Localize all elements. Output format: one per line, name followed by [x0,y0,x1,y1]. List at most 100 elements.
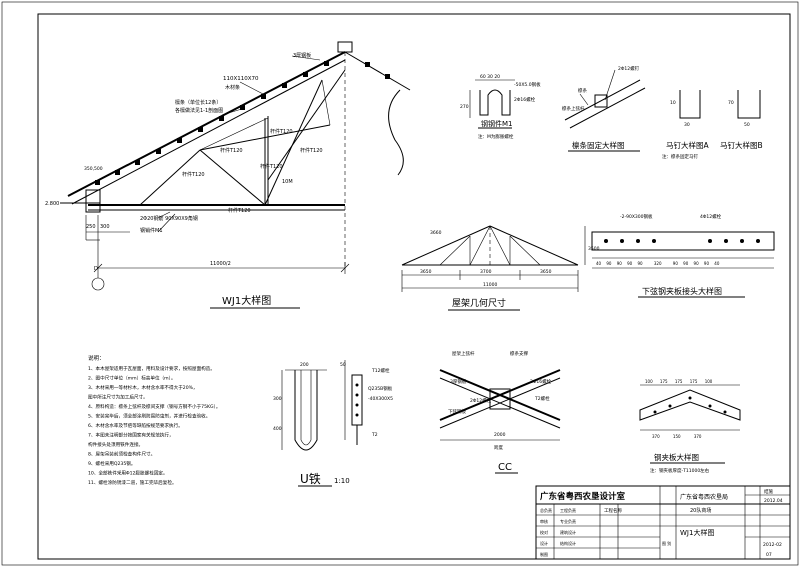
geom-dim-3: 3650 [540,269,552,275]
u-iron-l3: -40X300X5 [368,396,393,402]
cc-l7: T2螺栓 [534,395,550,402]
splice-detail: -2-90X300钢板 4Φ12螺栓 40 90 90 90 90 320 90… [591,213,775,298]
tb-col-2: 设计 [540,540,548,546]
nail-b-dim2: 50 [744,122,750,128]
axis-label: D [94,266,98,272]
purlin-fix-title: 檩条固定大样图 [572,140,625,150]
note-line: 构件接头处须用铁件连接。 [88,441,143,448]
geom-dim-1: 3650 [420,269,432,275]
cc-span: 2000 [494,432,506,438]
splice-l1: -2-90X300钢板 [620,213,653,220]
purlin-note-1: 檩条（单位长12条） [175,99,221,106]
geom-total: 11000 [483,282,497,288]
inner-border [37,13,791,560]
cc-l1: 屋架上弦杆 [452,350,475,357]
member-label-5: 杆件T120 [260,163,283,170]
axis-marker [91,277,105,291]
tb-scale-label: 图 别 [662,540,671,546]
member-label-2: 杆件T120 [300,147,323,154]
m1-spec: -50X5.0钢板 [514,81,541,88]
member-label-4: 杆件T120 [182,171,205,178]
u-iron-dim-2: 400 [273,426,282,432]
tb-col2-2: 结构设计 [560,540,576,546]
gusset-title: 钢夹板大样图 [654,452,699,462]
wj1-labels: 3厚钢板 110X110X70 木材条 檩条（单位长12条） 各檩做法见1-1剖… [45,52,323,309]
truss-geometry: 3650 3700 3650 11000 3500 3660 屋架几何尺寸 [401,225,600,311]
note-line: 5、安装完毕后，须全部涂刷防腐防虫剂，并进行检查验收。 [88,413,210,420]
nail-a-detail: 10 30 马钉大样图A 注：檩条固定马钉 [662,90,709,160]
purlin-spec-label: 110X110X70 [223,76,259,82]
note-line: 图中所注尺寸为加工后尺寸。 [88,394,148,401]
eave-dims: 350,500 [84,166,103,172]
note-line: 11、螺栓涂防锈漆二道，施工完毕后复检。 [88,479,177,486]
cc-l6: 2Φ16螺栓 [530,378,552,385]
tb-row1-0: 总负责 [540,507,552,513]
geom-title: 屋架几何尺寸 [452,297,506,309]
purlin-fix-detail: 2Φ12螺钉 檩条 檩条上弦杆 檩条固定大样图 [562,65,646,152]
cc-title: CC [498,462,512,473]
cc-detail: 屋架上弦杆 檩条支撑 3厚钢板 2Φ12螺栓 下弦钢板 2Φ16螺栓 T2螺栓 … [439,350,561,474]
tie-label: 钢销件M1 [140,227,163,234]
note-line: 10、全部铁件采用Φ12膨胀螺栓固定。 [88,470,168,477]
u-iron-dim-4: 50 [340,362,346,368]
notes-heading: 说明： [88,354,105,362]
purlin-fix-l3: 檩条上弦杆 [562,105,585,112]
gusset-dims-bottom: 370 150 370 [652,434,702,439]
note-line: 4、原料构造：檩条上弦杆及檩间支撑（钢号方钢不小于75KG）。 [88,403,220,410]
m1-height: 270 [460,104,469,110]
project-label: 工程名称 [604,507,622,514]
project-name: 广东省粤西农垦局 [680,493,728,501]
splice-l2: 4Φ12螺栓 [700,213,722,220]
cc-l2: 檩条支撑 [510,350,528,357]
wj1-truss [60,41,411,291]
purlin-note-2: 各檩做法见1-1剖面图 [175,107,223,114]
cc-l3: 3厚钢板 [450,378,467,385]
tb-col-3: 制图 [540,551,548,557]
tb-col-1: 校对 [540,529,548,535]
tb-col2-1: 建筑设计 [560,529,576,535]
gusset-note: 注：钢夹板厚度-T11000左右 [650,467,710,474]
geom-dim-2: 3700 [480,269,492,275]
u-iron-scale: 1:10 [334,477,350,485]
member-label-1: 杆件T120 [270,128,293,135]
purlin-fix-l1: 檩条 [578,87,587,94]
elevation-label: 2.800 [45,201,59,207]
bottom-chord-label: 2Φ20钢筋 90X90X9角钢 [140,215,198,222]
nail-a-dim2: 30 [684,122,690,128]
note-line: 1、本木屋架适用于瓦屋面，用料及设计要求，按照屋面构造。 [88,365,215,372]
note-line: 7、本图未注明部分按国家有关规范执行， [88,432,174,439]
tb-col-0: 审核 [540,518,548,524]
m1-detail: 60 30 20 -50X5.0钢板 2Φ16螺栓 270 钢钢件M1 注：M为… [460,74,541,140]
ridge-label: 3厚钢板 [293,52,311,59]
purlin-sub-label: 木材条 [225,84,240,91]
member-label-3: 杆件T120 [220,147,243,154]
wj1-title: WJ1大样图 [222,294,271,307]
note-line: 3、木材采用一等材杉木，木材含水率不得大于20%， [88,384,198,391]
notes-block: 说明： 1、本木屋架适用于瓦屋面，用料及设计要求，按照屋面构造。2、图中尺寸单位… [88,354,220,486]
splice-title: 下弦钢夹板接头大样图 [642,286,722,296]
purlin-fix-l2: 2Φ12螺钉 [618,65,640,72]
u-iron-l4: T2 [371,432,378,438]
tb-date: 2012.04 [764,498,783,504]
u-iron-dim-3: 200 [300,362,309,368]
gusset-dims-top: 100 175 175 175 100 [645,379,713,384]
gusset-detail: 100 175 175 175 100 370 150 370 钢夹板大样图 注… [639,379,741,474]
nail-b-detail: 70 50 马钉大样图B [720,90,763,150]
cc-l4: 2Φ12螺栓 [470,397,492,404]
cc-l5: 下弦钢板 [448,408,466,415]
bolt-label: 10M [282,179,293,185]
member-label-6: 杆件T120 [228,207,251,214]
m1-bolt: 2Φ16螺栓 [514,96,536,103]
splice-dims: 40 90 90 90 90 320 90 90 90 90 40 [596,261,720,266]
cc-bottom: 跨度 [494,444,503,451]
nail-a-title: 马钉大样图A [666,140,709,150]
u-iron-l2: Q235B钢板 [368,385,393,392]
tb-row1-2: 工程负责 [560,507,576,513]
u-iron-dim-1: 300 [273,396,282,402]
note-line: 6、木材含水率及节疤等缺陷按规范要求执行。 [88,422,183,429]
title-block: 广东省粤西农垦设计室 广东省粤西农垦局 工程名称 20队商场 WJ1大样图 总负… [535,485,791,560]
m1-dims: 60 30 20 [480,74,500,80]
u-iron-detail: T12螺栓 Q235B钢板 -40X300X5 T2 300 400 200 5… [273,360,393,487]
